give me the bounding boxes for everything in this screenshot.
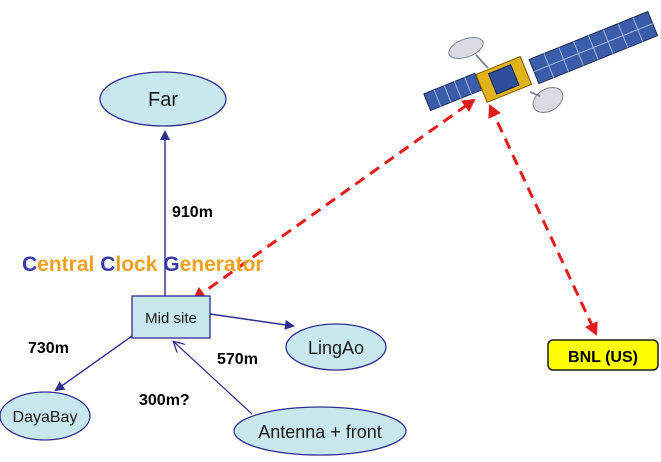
node-lingao-label: LingAo <box>308 338 364 358</box>
node-bnl: BNL (US) <box>547 339 659 371</box>
node-far: Far <box>99 71 227 127</box>
title-initial-c2: C <box>100 253 115 276</box>
node-far-label: Far <box>148 89 178 111</box>
node-dayabay-label: DayaBay <box>13 409 78 426</box>
node-dayabay: DayaBay <box>0 391 91 441</box>
title-rest-entral: entral <box>37 253 100 276</box>
satellite-icon <box>423 10 659 113</box>
node-lingao: LingAo <box>285 323 387 371</box>
distance-antenna-label: 300m? <box>139 392 190 409</box>
edge-mid-to-lingao <box>209 313 295 330</box>
node-mid-site: Mid site <box>131 295 211 339</box>
distance-far-label: 910m <box>172 204 213 221</box>
distance-lingao-label: 570m <box>217 351 258 368</box>
title-initial-c: C <box>22 253 37 276</box>
dashed-link-satellite-bnl <box>488 104 598 336</box>
title-rest-lock: lock <box>115 253 163 276</box>
title-initial-g: G <box>163 253 179 276</box>
node-bnl-label: BNL (US) <box>568 349 638 366</box>
distance-dayabay-label: 730m <box>28 340 69 357</box>
dashed-link-mid-satellite <box>192 98 476 301</box>
node-antenna-label: Antenna + front <box>258 422 382 442</box>
edge-mid-to-dayabay <box>54 335 133 392</box>
diagram-title: Central Clock Generator <box>22 253 264 276</box>
title-rest-enerator: enerator <box>180 253 264 276</box>
node-antenna: Antenna + front <box>233 406 407 456</box>
node-mid-site-label: Mid site <box>145 310 197 327</box>
edge-antenna-to-mid <box>174 342 253 415</box>
